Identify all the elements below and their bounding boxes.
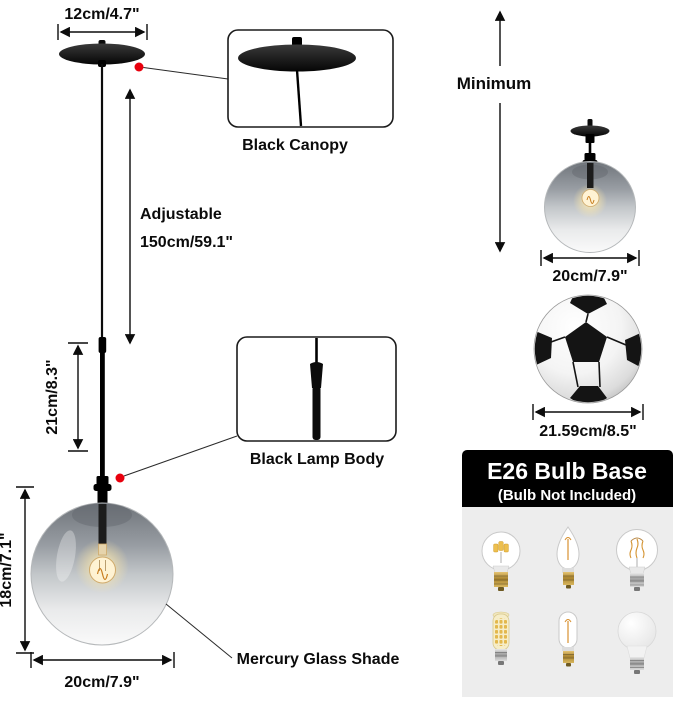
socket-top [96, 476, 109, 486]
a19-led-bulb-icon [617, 611, 657, 674]
shade-callout-label: Mercury Glass Shade [237, 651, 400, 668]
lamp-body-rod [100, 348, 105, 478]
shade-height-label: 18cm/7.1" [0, 532, 15, 607]
body-connector-line [123, 435, 238, 477]
bulb-panel-header-square [462, 482, 673, 507]
dim-shade-width: 20cm/7.9" [30, 652, 175, 691]
bulb-panel: E26 Bulb Base (Bulb Not Included) [462, 450, 673, 697]
shade-width-label: 20cm/7.9" [64, 674, 139, 691]
filament [96, 567, 109, 581]
canopy-callout-label: Black Canopy [242, 137, 348, 154]
main-pendant-lamp [30, 40, 174, 646]
dim-ball-diameter: 21.59cm/8.5" [532, 404, 644, 440]
canopy-cord-grip [98, 60, 106, 67]
shade-connector-line [165, 603, 233, 659]
body-closeup-joint [310, 362, 323, 388]
dim-shade-height: 18cm/7.1" [0, 486, 34, 654]
minimum-label: Minimum [457, 74, 532, 93]
canopy-callout-dot [134, 62, 144, 72]
body-callout-dot [115, 473, 125, 483]
small-rod [588, 142, 592, 160]
small-edison-bulb [581, 189, 600, 207]
small-canopy-nub [587, 119, 593, 127]
small-canopy-grip [585, 134, 595, 143]
canopy-closeup-nub [292, 37, 302, 46]
canopy-closeup-cord [295, 69, 303, 127]
soccer-ball-icon [533, 294, 643, 404]
dim-canopy-width: 12cm/4.7" [57, 6, 148, 40]
body-closeup-rod [312, 386, 321, 440]
canopy-connector-line [143, 67, 229, 80]
inner-socket [98, 504, 107, 546]
lamp-body-callout-label: Black Lamp Body [250, 451, 384, 468]
body-height-label: 21cm/8.3" [44, 359, 61, 434]
small-canopy [570, 125, 610, 137]
canopy-callout-box [227, 29, 394, 128]
canopy [59, 43, 145, 65]
cord-length-label: 150cm/59.1" [140, 234, 233, 251]
edison-bulb [89, 556, 116, 584]
small-filament [586, 196, 595, 204]
candle-bulb-icon [556, 526, 580, 589]
lamp-body-callout-box [236, 336, 397, 442]
edison-filament-bulb-icon [616, 529, 658, 591]
canopy-width-label: 12cm/4.7" [64, 6, 139, 23]
small-socket [584, 153, 596, 161]
adjustable-label: Adjustable [140, 206, 222, 223]
mini-filament-bulb-icon [558, 611, 578, 667]
small-pendant-lamp [544, 119, 636, 253]
dim-lamp-body-height: 21cm/8.3" [44, 342, 88, 452]
bulb-neck [98, 543, 107, 556]
ball-diameter-label: 21.59cm/8.5" [539, 423, 636, 440]
canopy-closeup [238, 44, 356, 72]
shade-highlight [56, 530, 76, 582]
dim-minimum-height: Minimum [457, 10, 532, 253]
corn-led-bulb-icon [492, 611, 510, 665]
dim-minimum-shade-width: 20cm/7.9" [540, 250, 640, 285]
small-inner-socket [587, 163, 594, 188]
minimum-shade-width-label: 20cm/7.9" [552, 268, 627, 285]
bulb-base-subtitle: (Bulb Not Included) [498, 487, 636, 504]
socket-neck [97, 490, 108, 504]
globe-led-bulb-icon [481, 531, 521, 591]
bulb-base-title: E26 Bulb Base [487, 458, 647, 484]
dim-adjustable-cord: Adjustable 150cm/59.1" [124, 88, 233, 345]
socket-ring [93, 484, 112, 491]
